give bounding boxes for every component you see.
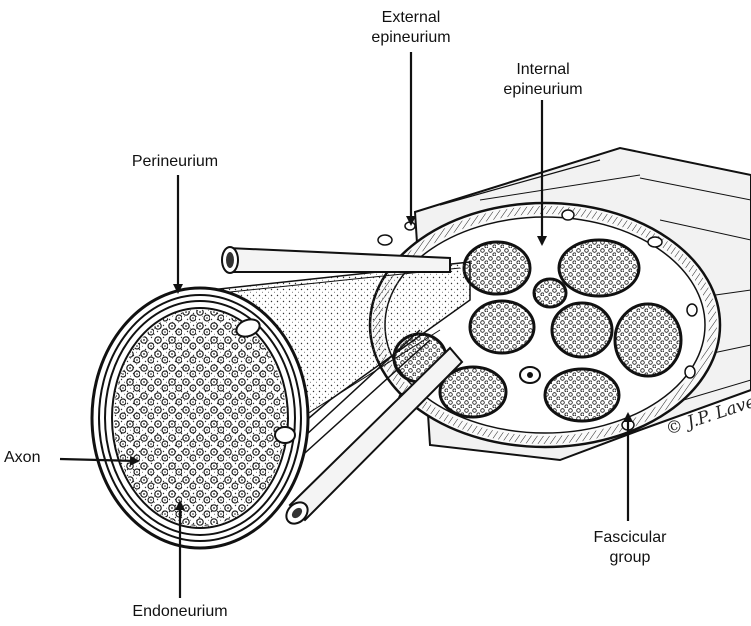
external-epineurium-label-line1: External <box>370 8 452 28</box>
fascicle-cross-section <box>92 288 308 548</box>
axon-label: Axon <box>4 448 52 468</box>
perineurium-label: Perineurium <box>120 152 230 172</box>
internal-epineurium-label-line2: epineurium <box>502 80 584 100</box>
fascicular-group-label-line1: Fascicular <box>585 528 675 548</box>
external-epineurium-label: External epineurium <box>370 8 452 48</box>
internal-epineurium-label: Internal epineurium <box>502 60 584 100</box>
endoneurium-label: Endoneurium <box>120 602 240 622</box>
fascicular-group-label-line2: group <box>585 548 675 568</box>
external-epineurium-label-line2: epineurium <box>370 28 452 48</box>
fascicular-group-label: Fascicular group <box>585 528 675 568</box>
internal-epineurium-label-line1: Internal <box>502 60 584 80</box>
